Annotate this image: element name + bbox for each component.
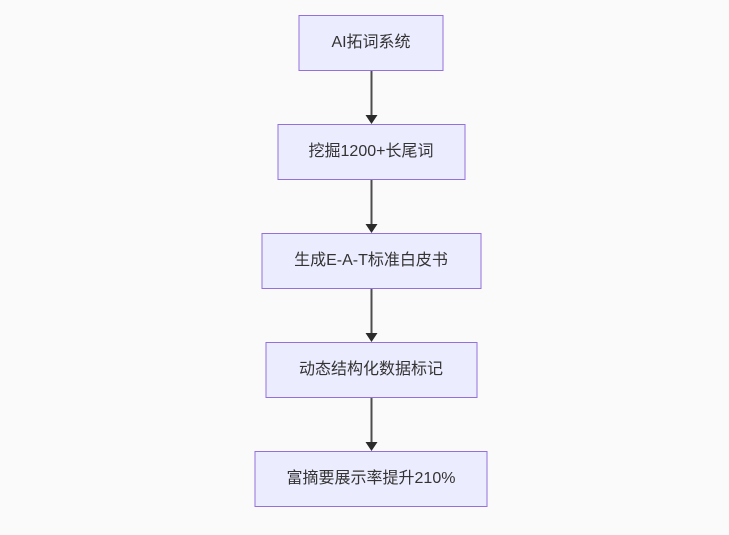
arrow-down-icon [365, 442, 377, 451]
arrow-edge-3 [365, 289, 377, 342]
node-label: 动态结构化数据标记 [298, 361, 443, 378]
arrow-edge-4 [365, 398, 377, 451]
arrow-line [370, 180, 372, 224]
arrow-line [370, 71, 372, 115]
arrow-down-icon [365, 115, 377, 124]
arrow-line [370, 289, 372, 333]
node-label: AI拓词系统 [331, 34, 411, 51]
flow-node-ai-word-expansion-system: AI拓词系统 [298, 15, 444, 71]
arrow-line [370, 398, 372, 442]
flowchart: AI拓词系统 挖掘1200+长尾词 生成E-A-T标准白皮书 动态结构化数据标记 [254, 15, 488, 507]
arrow-down-icon [365, 224, 377, 233]
flow-node-rich-snippet-rate-result: 富摘要展示率提升210% [254, 451, 488, 507]
flow-node-dynamic-structured-data-markup: 动态结构化数据标记 [265, 342, 477, 398]
flow-node-eat-whitepaper-generation: 生成E-A-T标准白皮书 [261, 233, 481, 289]
flow-node-longtail-keyword-mining: 挖掘1200+长尾词 [277, 124, 465, 180]
node-label: 生成E-A-T标准白皮书 [294, 252, 448, 269]
arrow-edge-2 [365, 180, 377, 233]
node-label: 挖掘1200+长尾词 [308, 143, 434, 160]
arrow-edge-1 [365, 71, 377, 124]
arrow-down-icon [365, 333, 377, 342]
node-label: 富摘要展示率提升210% [286, 470, 456, 487]
